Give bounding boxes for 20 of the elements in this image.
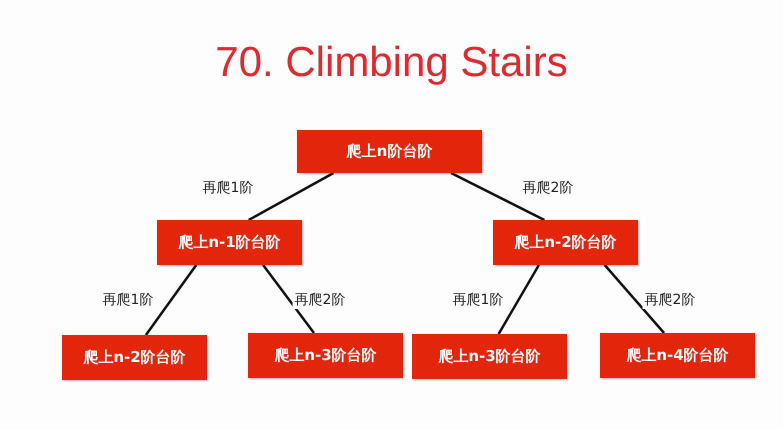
step-box: 爬上n-4阶台阶	[600, 333, 755, 378]
connector-line	[604, 264, 665, 334]
edge-label: 再爬1阶	[100, 291, 156, 309]
edge-label: 再爬1阶	[200, 179, 256, 197]
step-box: 爬上n-1阶台阶	[157, 220, 302, 265]
step-box: 爬上n-2阶台阶	[493, 220, 638, 265]
title: 70. Climbing Stairs	[214, 38, 569, 86]
connector-line	[498, 264, 540, 335]
connector-line	[248, 172, 334, 222]
connector-line	[144, 264, 198, 336]
edge-label: 再爬2阶	[292, 291, 348, 309]
step-box: 爬上n-3阶台阶	[248, 333, 403, 378]
edge-label: 再爬1阶	[450, 291, 506, 309]
edge-label: 再爬2阶	[520, 179, 576, 197]
edge-label: 再爬2阶	[642, 291, 698, 309]
step-box: 爬上n-3阶台阶	[412, 334, 567, 379]
step-box: 爬上n-2阶台阶	[62, 335, 207, 380]
step-box: 爬上n阶台阶	[297, 130, 482, 173]
connector-line	[262, 264, 315, 334]
connector-line	[450, 172, 545, 222]
